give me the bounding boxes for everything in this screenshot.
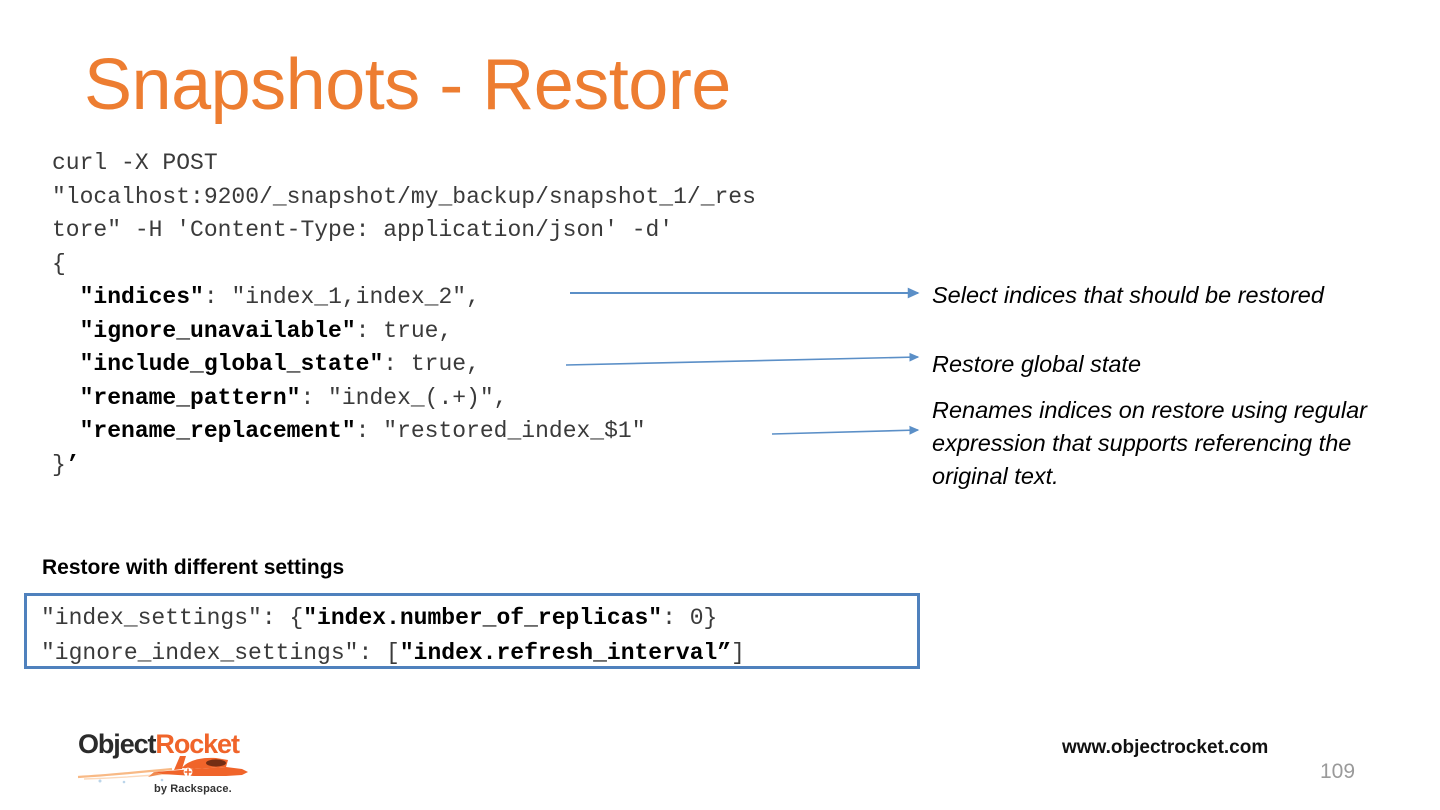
logo-word-object: Object	[78, 729, 157, 759]
objectrocket-logo: ObjectRocket by Rackspace.	[77, 729, 248, 799]
code-line-1: "localhost:9200/_snapshot/my_backup/snap…	[52, 183, 756, 210]
page-number: 109	[1320, 760, 1356, 783]
code-line-9: }’	[52, 451, 80, 478]
code-line-7: "rename_pattern": "index_(.+)",	[79, 384, 508, 411]
logo-tagline: by Rackspace.	[154, 783, 232, 795]
logo-wordmark: ObjectRocket	[78, 729, 240, 760]
settings-code: "index_settings": {"index.number_of_repl…	[41, 601, 745, 671]
code-line-8: "rename_replacement": "restored_index_$1…	[79, 418, 646, 444]
annotation-rename-replacement: Renames indices on restore using regular…	[932, 397, 1367, 489]
restore-settings-heading: Restore with different settings	[42, 556, 345, 579]
settings-line-1: "ignore_index_settings": ["index.refresh…	[41, 640, 745, 666]
arrow-rename-replacement	[771, 425, 920, 435]
rocket-icon	[77, 756, 248, 784]
code-line-3: {	[52, 250, 66, 277]
code-line-5: "ignore_unavailable": true,	[79, 317, 453, 344]
website-url: www.objectrocket.com	[1062, 737, 1269, 758]
annotation-global-state: Restore global state	[932, 351, 1142, 377]
logo-word-rocket: Rocket	[155, 729, 240, 759]
curl-code-block: curl -X POST "localhost:9200/_snapshot/my…	[52, 147, 756, 482]
code-line-6: "include_global_state": true,	[79, 351, 480, 377]
settings-line-0: "index_settings": {"index.number_of_repl…	[41, 605, 718, 631]
code-line-2: tore" -H 'Content-Type: application/json…	[52, 217, 674, 243]
restore-settings-box: "index_settings": {"index.number_of_repl…	[24, 593, 920, 669]
annotation-indices: Select indices that should be restored	[932, 282, 1324, 308]
code-line-0: curl -X POST	[52, 150, 218, 176]
code-line-4: "indices": "index_1,index_2",	[79, 284, 480, 310]
page-title: Snapshots - Restore	[84, 45, 731, 125]
